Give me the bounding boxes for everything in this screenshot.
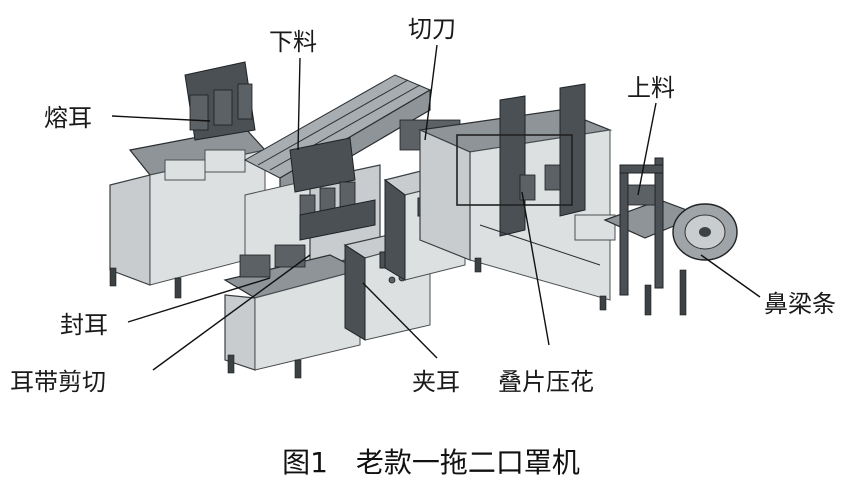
material-feed-frame <box>603 157 702 316</box>
nose-wire-reel <box>672 203 738 261</box>
machine-illustration <box>109 61 738 379</box>
label-shang-liao: 上料 <box>627 74 675 102</box>
leader-die-pian-ya-hua <box>521 191 550 346</box>
component-labels: 熔耳 下料 切刀 上料 鼻梁条 封耳 耳带剪切 夹耳 叠片压花 <box>10 15 836 396</box>
label-feng-er: 封耳 <box>60 311 108 339</box>
label-die-pian-ya-hua: 叠片压花 <box>498 368 594 396</box>
leader-xia-liao <box>297 57 301 151</box>
leader-jia-er <box>362 282 438 359</box>
leader-lines <box>111 44 761 371</box>
ear-sealing-section <box>223 244 362 379</box>
leader-feng-er <box>127 277 271 323</box>
label-xia-liao: 下料 <box>269 28 317 56</box>
label-bi-liang-tiao: 鼻梁条 <box>764 290 836 318</box>
label-er-dai-jian-qie: 耳带剪切 <box>10 368 106 396</box>
leader-er-dai-jian-qie <box>152 254 311 371</box>
leader-shang-liao <box>637 102 657 196</box>
leader-qie-dao <box>424 44 438 141</box>
center-station <box>244 137 381 286</box>
figure-caption: 图1 老款一拖二口罩机 <box>282 446 580 479</box>
leader-rong-er <box>111 115 211 122</box>
folding-embossing-section <box>417 83 616 311</box>
label-rong-er: 熔耳 <box>44 104 92 132</box>
label-qie-dao: 切刀 <box>408 15 456 43</box>
label-jia-er: 夹耳 <box>412 368 460 396</box>
leader-bi-liang-tiao <box>700 254 761 298</box>
